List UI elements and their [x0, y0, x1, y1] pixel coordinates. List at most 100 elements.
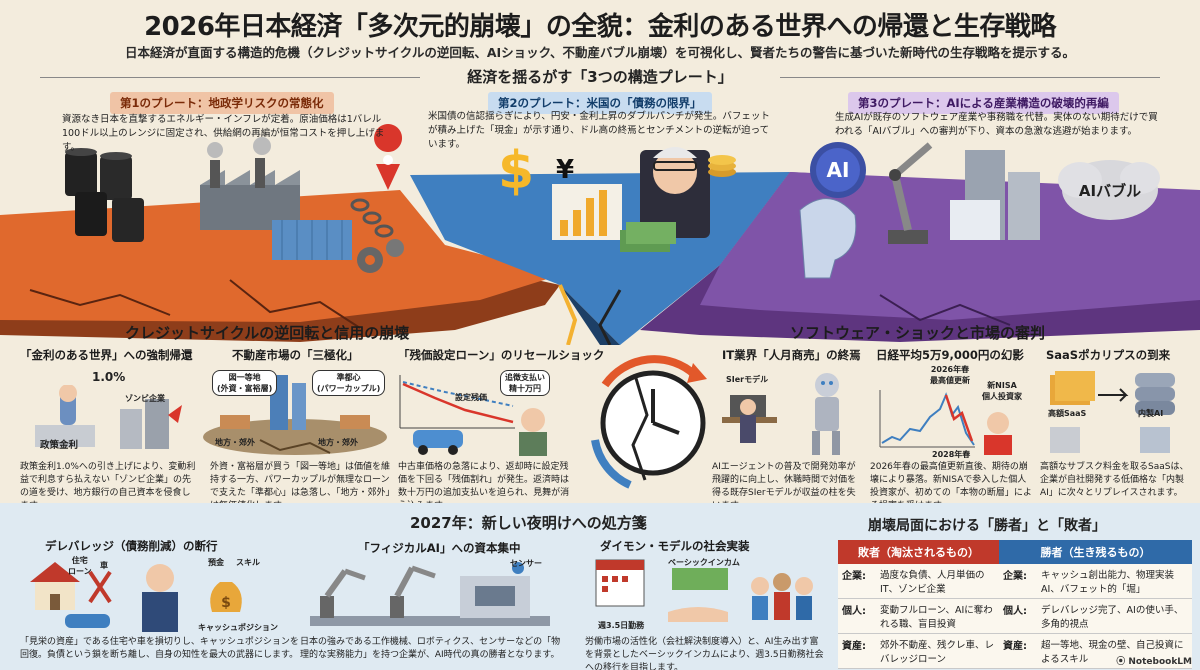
- r3-illustration: [595, 559, 813, 622]
- s1-illustration: [722, 373, 840, 455]
- plate-3-desc: 生成AIが既存のソフトウェア産業や事務職を代替。実体のない期待だけで買われる「A…: [835, 112, 1158, 137]
- s1-label: SIerモデル: [726, 375, 769, 384]
- brand-credit: ⦿ NotebookLM: [1116, 654, 1192, 667]
- r1-desc: 「見栄の資産」である住宅や車を損切りし、キャッシュポジションを回復。負債という鎖…: [20, 637, 299, 660]
- location-pin-icon: [374, 124, 403, 190]
- plate-1-label: 第1のプレート：地政学リスクの常態化: [110, 92, 334, 114]
- c1-rate: 1.0%: [92, 370, 126, 384]
- s3-label-2: 内製AI: [1138, 409, 1164, 418]
- table-row: 企業: 過度な負債、人月単価のIT、ゾンビ企業 企業: キャッシュ創出能力、物理…: [838, 564, 1192, 599]
- r1-savings-label: 預金: [208, 558, 224, 567]
- broken-chain-icon: [350, 198, 394, 238]
- oil-barrels-icon: [65, 148, 144, 242]
- cash-stack-icon: [620, 222, 676, 252]
- tectonic-plates-illustration: $ ¥ AI: [0, 124, 1200, 345]
- row-category: 資産:: [838, 633, 876, 669]
- robot-arm-icon: [888, 142, 933, 244]
- gold-coins-icon: [708, 155, 736, 177]
- row-loser: 郊外不動産、残クレ車、レバレッジローン: [876, 633, 1000, 669]
- software-heading: ソフトウェア・ショックと市場の審判: [790, 324, 1046, 342]
- r1-skill-label: スキル: [236, 558, 260, 567]
- r2-illustration: [310, 562, 550, 626]
- c2-bubble-1: 図一等地 (外資・富裕層): [212, 370, 278, 396]
- row-winner: キャッシュ創出能力、物理実装AI、バフェット的「堀」: [1037, 564, 1192, 599]
- gear-icon: [357, 239, 404, 273]
- row-loser: 過度な負債、人月単価のIT、ゾンビ企業: [876, 564, 1000, 599]
- row-winner: 超一等地、現金の壁、自己投資によるスキル: [1037, 633, 1192, 669]
- r3-title: ダイモン・モデルの社会実装: [600, 539, 750, 553]
- r1-car-label: 車: [100, 561, 108, 570]
- s3-illustration: [1050, 371, 1175, 453]
- s2-year-label: 2028年春: [932, 450, 971, 459]
- winners-heading: 崩壊局面における「勝者」と「敗者」: [868, 518, 1106, 534]
- plate-3-label: 第3のプレート：AIによる産業構造の破壊的再編: [848, 92, 1119, 114]
- c2-bubble-2: 準都心 (パワーカップル): [312, 370, 386, 396]
- row-category: 資産:: [999, 633, 1038, 669]
- r2-desc: 日本の強みである工作機械、ロボティクス、センサーなどの「物理的な実務能力」を持つ…: [300, 637, 561, 660]
- r2-sensor-label: センサー: [510, 559, 542, 568]
- s2-title: 日経平均5万9,000円の幻影: [876, 348, 1024, 362]
- brand-name: NotebookLM: [1128, 657, 1192, 667]
- r1-house-label: 住宅 ローン: [68, 556, 92, 576]
- table-row: 資産: 郊外不動産、残クレ車、レバレッジローン 資産: 超一等地、現金の壁、自己…: [838, 633, 1192, 669]
- c3-title: 「残価設定ローン」のリセールショック: [398, 348, 605, 362]
- s1-title: IT業界「人月商売」の終焉: [722, 348, 861, 362]
- plates-heading: 経済を揺るがす「3つの構造プレート」: [467, 68, 733, 86]
- row-winner: デレバレッジ完了、AIの使い手、多角的視点: [1037, 598, 1192, 634]
- bar-chart-icon: [552, 184, 622, 240]
- c3-bubble: 追徴支払い 精十万円: [500, 370, 550, 396]
- credit-heading: クレジットサイクルの逆回転と信用の崩壊: [125, 324, 410, 342]
- r2-title: 「フィジカルAI」への資本集中: [358, 541, 521, 555]
- r1-illustration: $: [30, 562, 242, 632]
- r3-bi-label: ベーシックインカム: [668, 558, 740, 567]
- c3-illustration: [399, 375, 547, 456]
- s2-peak-label: 2026年春 最高値更新: [930, 365, 970, 385]
- notebook-logo-icon: ⦿: [1116, 657, 1129, 667]
- plate-1-desc: 資源なき日本を直撃するエネルギー・インフレが定着。原油価格は1バレル100ドル以…: [62, 114, 385, 153]
- r1-cash-label: キャッシュポジション: [198, 623, 278, 632]
- c2-label-1: 地方・郊外: [215, 438, 255, 447]
- r3-week-label: 週3.5日勤務: [598, 621, 645, 630]
- plate-2-label: 第2のプレート：米国の「債務の限界」: [488, 92, 712, 114]
- office-buildings-icon: [950, 150, 1040, 240]
- c2-title: 不動産市場の「三極化」: [232, 348, 359, 362]
- loser-header: 敗者（淘汰されるもの）: [838, 540, 1000, 564]
- svg-text:AIバブル: AIバブル: [1079, 182, 1141, 200]
- table-row: 個人: 変動フルローン、AIに奪われる職、盲目投資 個人: デレバレッジ完了、A…: [838, 598, 1192, 634]
- shipping-container-icon: [272, 220, 352, 260]
- ai-head-icon: [799, 198, 857, 279]
- svg-text:AI: AI: [827, 158, 850, 182]
- prescription-heading: 2027年：新しい夜明けへの処方箋: [410, 514, 647, 532]
- dollar-icon: $: [498, 141, 534, 201]
- page-subtitle: 日本経済が直面する構造的危機（クレジットサイクルの逆回転、AIショック、不動産バ…: [124, 45, 1076, 60]
- yen-icon: ¥: [556, 155, 574, 185]
- clock-icon: [591, 355, 707, 489]
- investor-portrait-icon: [640, 147, 710, 238]
- r1-title: デレバレッジ（債務削減）の断行: [45, 539, 218, 553]
- ai-bubble-cloud-icon: AIバブル: [1058, 160, 1160, 220]
- s2-chart: [879, 390, 1012, 455]
- winner-header: 勝者（生き残るもの）: [999, 540, 1192, 564]
- c1-zombie-label: ゾンビ企業: [125, 394, 165, 403]
- divider-left: [40, 77, 420, 78]
- row-category: 個人:: [999, 598, 1038, 634]
- c1-illustration: [35, 385, 182, 449]
- divider-right: [780, 77, 1160, 78]
- page-title: 2026年日本経済「多次元的崩壊」の全貌：金利のある世界への帰還と生存戦略: [144, 12, 1056, 42]
- c2-label-2: 地方・郊外: [318, 438, 358, 447]
- ai-chip-icon: AI: [810, 142, 866, 198]
- s2-nisa-label: 新NISA 個人投資家: [982, 381, 1022, 401]
- row-loser: 変動フルローン、AIに奪われる職、盲目投資: [876, 598, 1000, 634]
- svg-text:$: $: [221, 595, 231, 611]
- r3-desc: 労働市場の活性化（会社解決制度導入）と、AI生み出す富を背景としたベーシックイン…: [585, 637, 824, 670]
- winners-losers-table: 敗者（淘汰されるもの） 勝者（生き残るもの） 企業: 過度な負債、人月単価のIT…: [838, 540, 1192, 669]
- c1-title: 「金利のある世界」への強制帰還: [20, 348, 193, 362]
- c3-line-label: 設定残価: [455, 393, 487, 402]
- s3-desc: 高額なサブスク料金を取るSaaSは、企業が自社開発する低価格な「内製AI」に次々…: [1040, 462, 1189, 498]
- c1-policy-label: 政策金利: [40, 440, 79, 451]
- row-category: 企業:: [999, 564, 1038, 599]
- row-category: 個人:: [838, 598, 876, 634]
- s3-title: SaaSポカリプスの到来: [1046, 348, 1171, 362]
- row-category: 企業:: [838, 564, 876, 599]
- plate-2-desc: 米国債の信認揺らぎにより、円安・金利上昇のダブルパンチが発生。バフェットが積み上…: [428, 111, 770, 150]
